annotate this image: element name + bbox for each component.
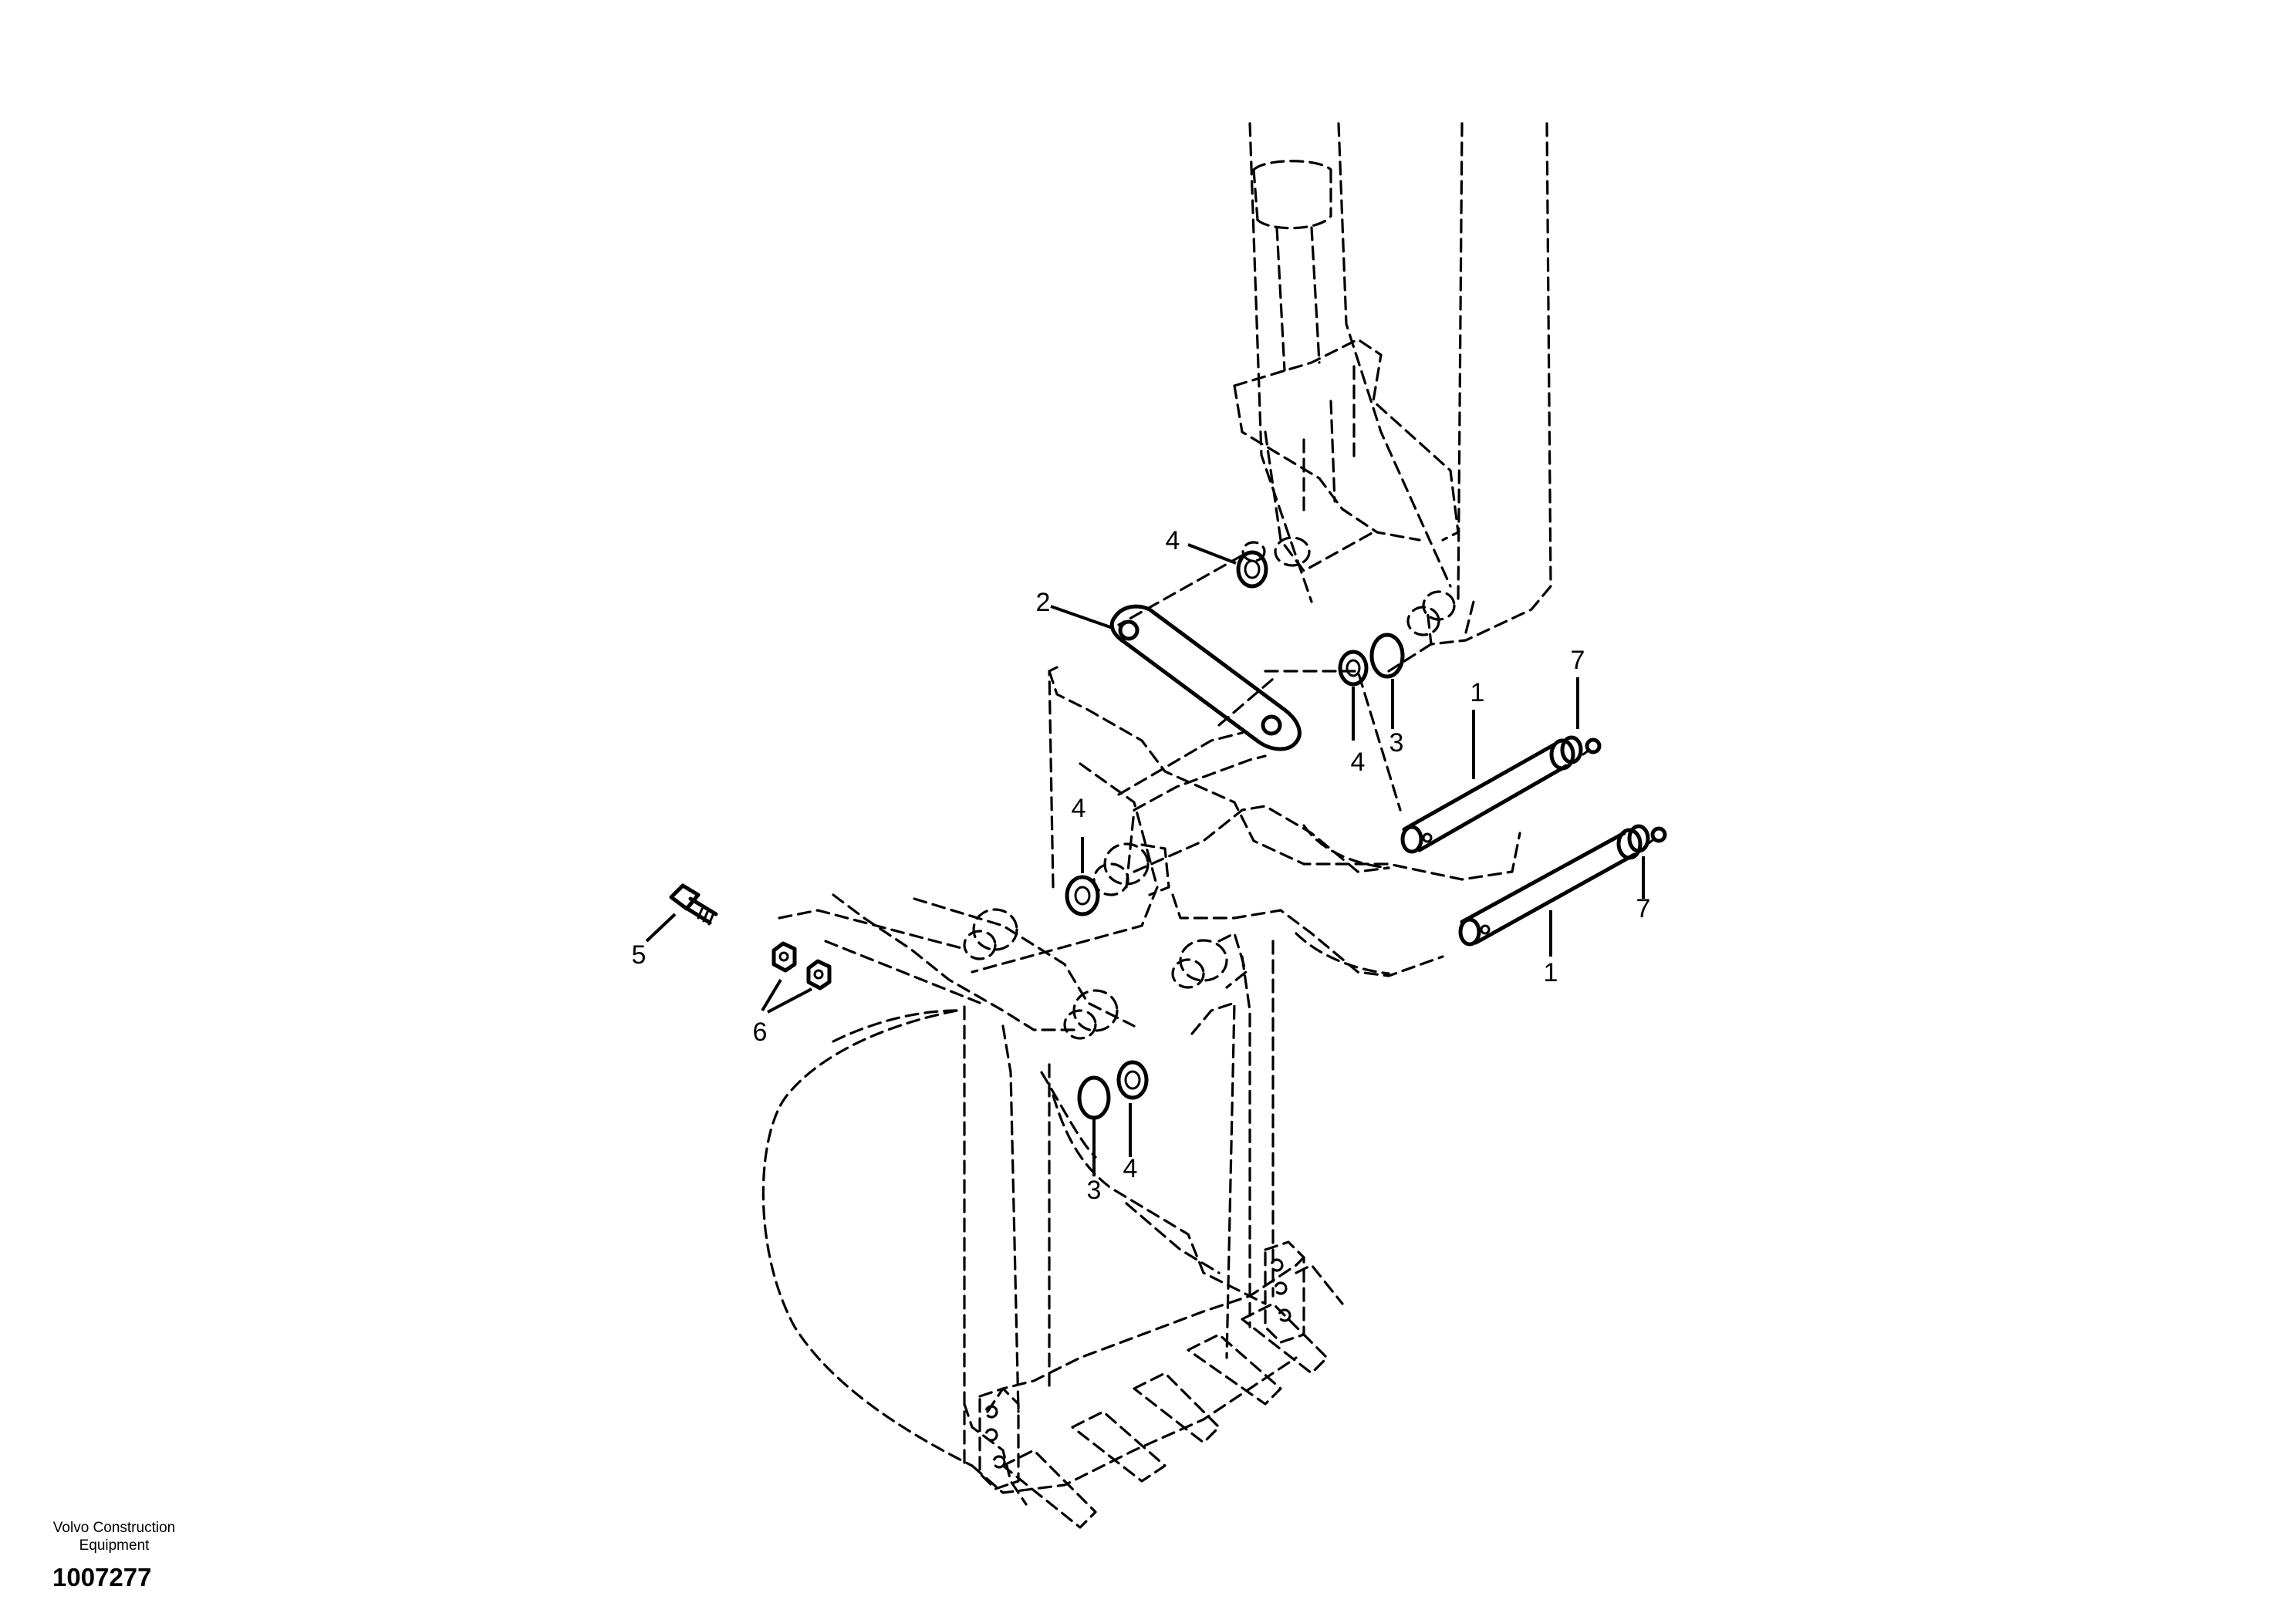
brand-line-2: Equipment [79, 1537, 150, 1554]
callout-6: 6 [753, 1018, 768, 1047]
callout-3-bottom: 3 [1087, 1176, 1102, 1205]
bucket-side-plate-left [978, 1387, 1020, 1490]
bucket-outline [761, 670, 1521, 1506]
callout-1-lower: 1 [1544, 958, 1558, 987]
shim-washers [1065, 550, 1369, 1100]
callout-5: 5 [632, 940, 647, 970]
brand-line-1: Volvo Construction [52, 1520, 176, 1536]
callout-3-right: 3 [1389, 728, 1404, 758]
bucket-side-plate-right [1264, 1240, 1305, 1344]
bucket-cylinder [1252, 160, 1332, 372]
bucket-bosses [963, 842, 1248, 1040]
pin-lower [1458, 824, 1650, 947]
o-rings [1077, 633, 1405, 1120]
callout-4-right: 4 [1351, 748, 1366, 777]
bucket-teeth [1001, 1264, 1344, 1529]
callout-7-lower: 7 [1636, 894, 1651, 923]
callout-4-top: 4 [1166, 526, 1180, 555]
link-plate [1109, 604, 1302, 751]
callout-2: 2 [1036, 588, 1051, 617]
callout-4-bottom: 4 [1123, 1154, 1138, 1183]
bolt [669, 883, 718, 926]
assembly-centerlines [778, 554, 1444, 1274]
nuts [772, 941, 832, 991]
grease-nipples [1582, 737, 1667, 845]
arm-outline [1248, 122, 1552, 646]
pin-upper [1400, 735, 1583, 854]
callout-leaders [645, 543, 1645, 1176]
callout-7-upper: 7 [1571, 646, 1585, 675]
h-link [1233, 338, 1460, 636]
drawing-number: 1007277 [52, 1563, 152, 1591]
callout-1-upper: 1 [1470, 678, 1485, 707]
callout-4-middle: 4 [1072, 794, 1086, 823]
